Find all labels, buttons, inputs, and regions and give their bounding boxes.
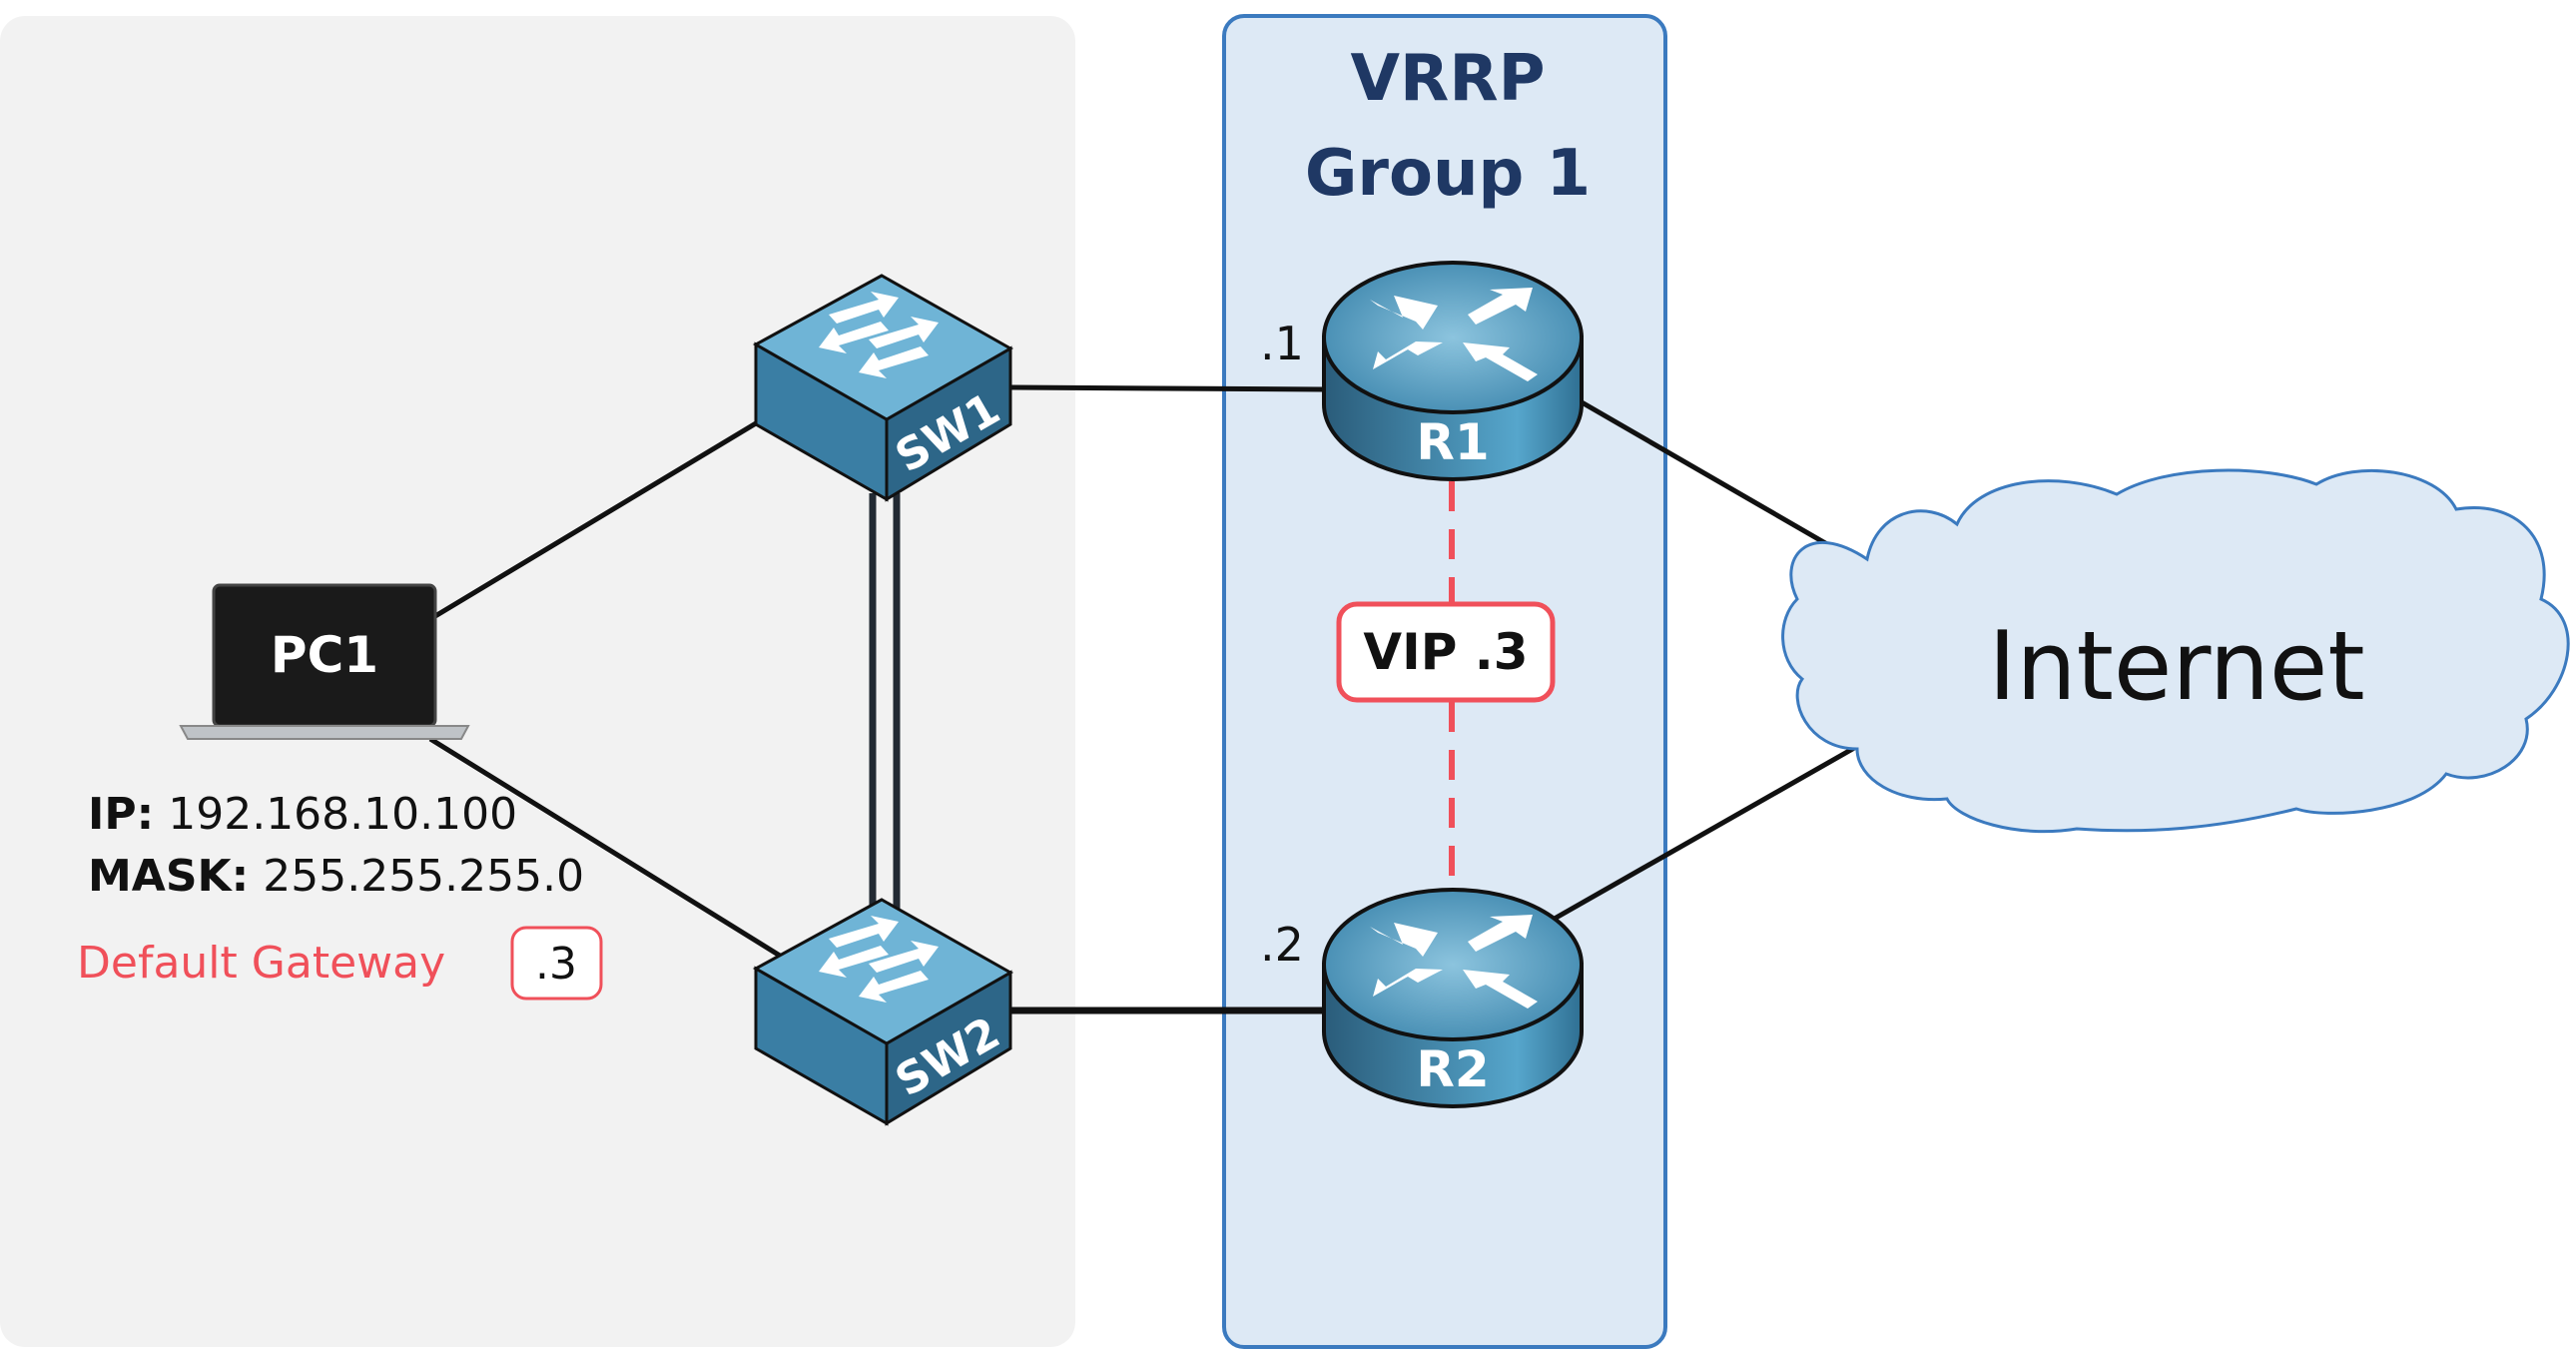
- internet-cloud[interactable]: Internet: [1781, 468, 2570, 834]
- ip-value: 192.168.10.100: [168, 789, 517, 840]
- switch-arrows-icon: [819, 292, 939, 378]
- vrrp-title-line2: Group 1: [1305, 137, 1591, 211]
- router-arrows-icon: [1370, 915, 1538, 1009]
- link-r2-internet: [1551, 744, 1858, 923]
- vip-badge: VIP .3: [1336, 601, 1556, 703]
- r2-label: R2: [1416, 1040, 1489, 1098]
- router-r1[interactable]: R1: [1322, 261, 1584, 481]
- link-pc1-sw2: [428, 736, 782, 959]
- switch-arrows-icon: [819, 916, 939, 1003]
- r1-address: .1: [1260, 317, 1304, 370]
- mask-value: 255.255.255.0: [263, 851, 584, 902]
- pc-ip: IP: 192.168.10.100: [88, 789, 517, 840]
- gateway-badge: [510, 926, 603, 1001]
- mask-label: MASK:: [88, 851, 249, 902]
- gateway-value: .3: [535, 939, 577, 990]
- ip-label: IP:: [88, 789, 154, 840]
- link-pc1-sw1: [428, 420, 758, 622]
- link-sw1-r1: [1009, 384, 1325, 392]
- internet-label: Internet: [1988, 612, 2364, 722]
- vrrp-title-line1: VRRP: [1351, 42, 1546, 116]
- pc1-laptop[interactable]: PC1: [179, 583, 470, 740]
- pc-mask: MASK: 255.255.255.0: [88, 851, 584, 902]
- router-r2[interactable]: R2: [1322, 888, 1584, 1108]
- switch-sw2[interactable]: SW2: [752, 898, 1014, 1126]
- router-arrows-icon: [1370, 288, 1538, 381]
- vip-label: VIP .3: [1363, 623, 1528, 681]
- r2-address: .2: [1260, 918, 1304, 972]
- lan-area: [0, 16, 1075, 1347]
- r1-label: R1: [1416, 413, 1489, 471]
- pc1-label: PC1: [271, 626, 378, 684]
- gateway-label: Default Gateway: [77, 938, 445, 989]
